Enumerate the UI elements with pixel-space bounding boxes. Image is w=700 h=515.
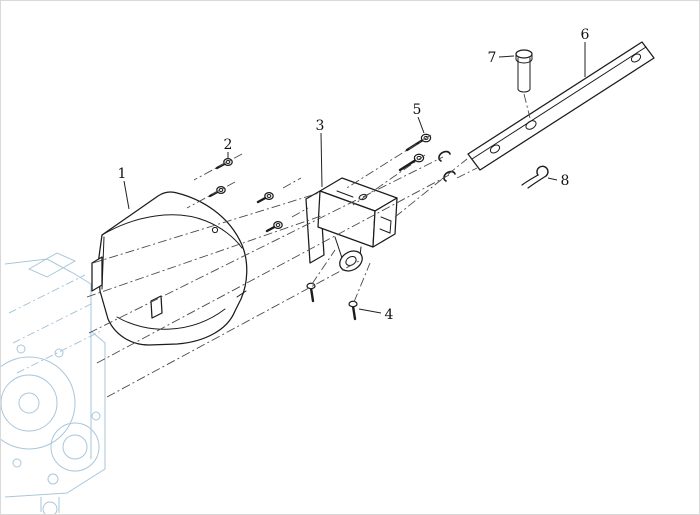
- assembly-centerlines: [86, 93, 531, 398]
- drawbar-hole: [630, 53, 642, 63]
- screw-icon: [398, 153, 425, 172]
- bolt-icon: [348, 300, 358, 321]
- clip-icon: [443, 170, 456, 182]
- part-7-pin: [515, 49, 533, 93]
- callout-4: 4: [385, 307, 394, 323]
- callout-7: 7: [488, 50, 497, 66]
- callout-3: 3: [316, 118, 325, 134]
- callout-1: 1: [118, 166, 127, 182]
- part-3-bracket: [305, 177, 398, 272]
- part-4-bolts: [306, 282, 358, 321]
- bolt-icon: [306, 282, 316, 303]
- part-6-drawbar: [467, 41, 655, 171]
- drawbar-hole: [489, 144, 501, 154]
- ghost-housing-outline: [1, 252, 106, 514]
- bolt-icon: [256, 191, 274, 204]
- part-8-cotter-pin: [521, 165, 549, 189]
- cover-hole: [211, 226, 219, 234]
- cover-mount-tab: [91, 256, 103, 292]
- callout-2: 2: [224, 137, 233, 153]
- callout-6: 6: [581, 27, 590, 43]
- bolt-icon: [265, 220, 283, 233]
- callouts: 1 2 3 4 5 6 7 8: [118, 27, 590, 323]
- drawbar-hole: [525, 120, 537, 130]
- bracket-cylinder: [339, 250, 363, 272]
- part-1-cover: [91, 191, 248, 346]
- clip-icon: [438, 150, 451, 162]
- retainer-clips: [438, 150, 456, 182]
- part-5-screws: [398, 133, 432, 172]
- cover-lower-tab: [150, 295, 163, 319]
- callout-8: 8: [561, 173, 570, 189]
- callout-5: 5: [413, 102, 422, 118]
